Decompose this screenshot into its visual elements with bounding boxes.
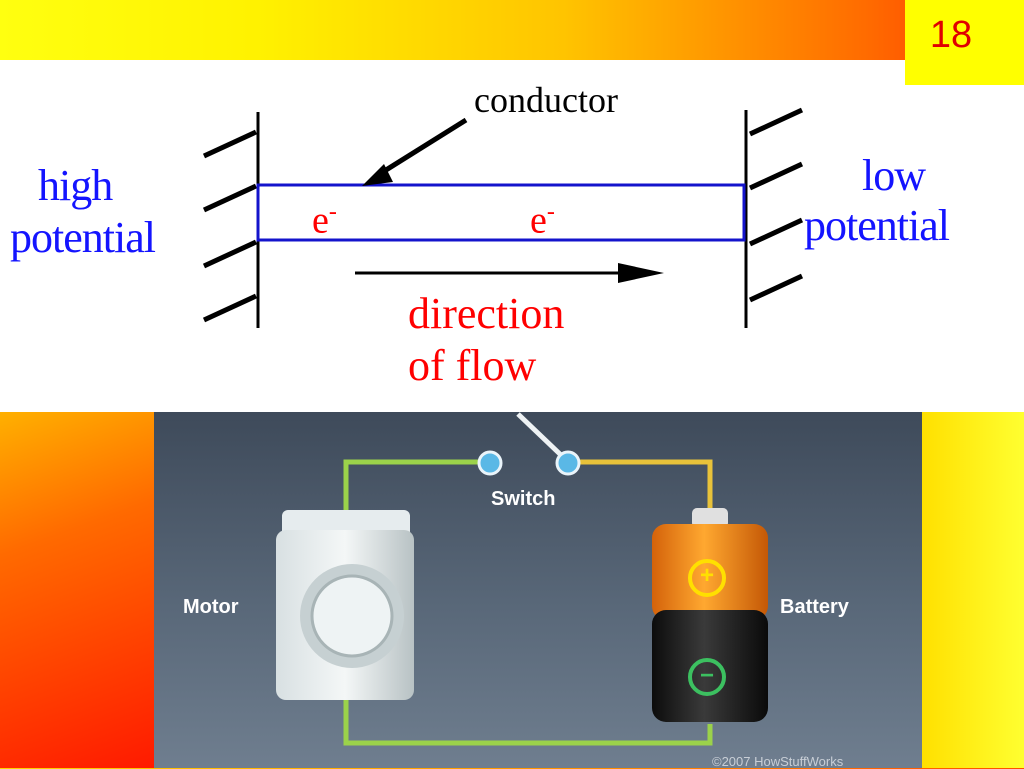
direction-label-line2: of flow: [408, 341, 537, 390]
slide-number-box: 18: [905, 0, 1024, 85]
battery-body: [652, 508, 768, 722]
low-potential-label-line2: potential: [804, 201, 950, 250]
low-potential-label-line1: low: [862, 151, 926, 200]
battery-plus-symbol: +: [699, 562, 714, 589]
electron-charge: -: [546, 199, 555, 225]
conductor-bar: [256, 183, 746, 242]
battery-label: Battery: [780, 596, 849, 618]
left-gradient-block: [0, 412, 154, 768]
wire-switch-to-battery: [568, 459, 713, 516]
electron-symbol: e: [312, 199, 329, 242]
switch-label: Switch: [491, 488, 556, 510]
flow-arrow-head: [618, 263, 664, 283]
switch-lever: [516, 412, 564, 458]
electron-charge: -: [328, 199, 337, 225]
motor-label: Motor: [183, 596, 239, 618]
direction-label-line1: direction: [408, 289, 565, 338]
switch-terminal-right: [555, 450, 581, 476]
high-potential-label-line1: high: [38, 161, 113, 210]
top-gradient-band: [0, 0, 1024, 60]
diagram-panel-right: [905, 85, 1024, 412]
conductor-pointer-head: [362, 164, 393, 186]
diagram-panel: [0, 60, 905, 412]
wire-return: [343, 698, 713, 746]
conductor-pointer-line: [376, 117, 468, 178]
electron-symbol: e: [530, 199, 547, 242]
conduction-diagram: [202, 107, 804, 328]
conductor-label: conductor: [474, 80, 618, 120]
slide-number: 18: [929, 14, 973, 56]
motor-body: [276, 510, 414, 700]
electron-label-left: e-: [312, 192, 337, 241]
illustration-credit: ©2007 HowStuffWorks: [712, 754, 844, 769]
wire-motor-to-switch: [343, 459, 490, 522]
right-wall-hatching: [748, 107, 804, 303]
left-wall-hatching: [202, 129, 258, 323]
circuit-drawing: [276, 412, 768, 746]
battery-minus-symbol: −: [699, 662, 714, 689]
right-gradient-block: [922, 412, 1024, 768]
switch-terminal-left: [477, 450, 503, 476]
high-potential-label-line2: potential: [10, 213, 156, 262]
electron-label-right: e-: [530, 192, 555, 241]
